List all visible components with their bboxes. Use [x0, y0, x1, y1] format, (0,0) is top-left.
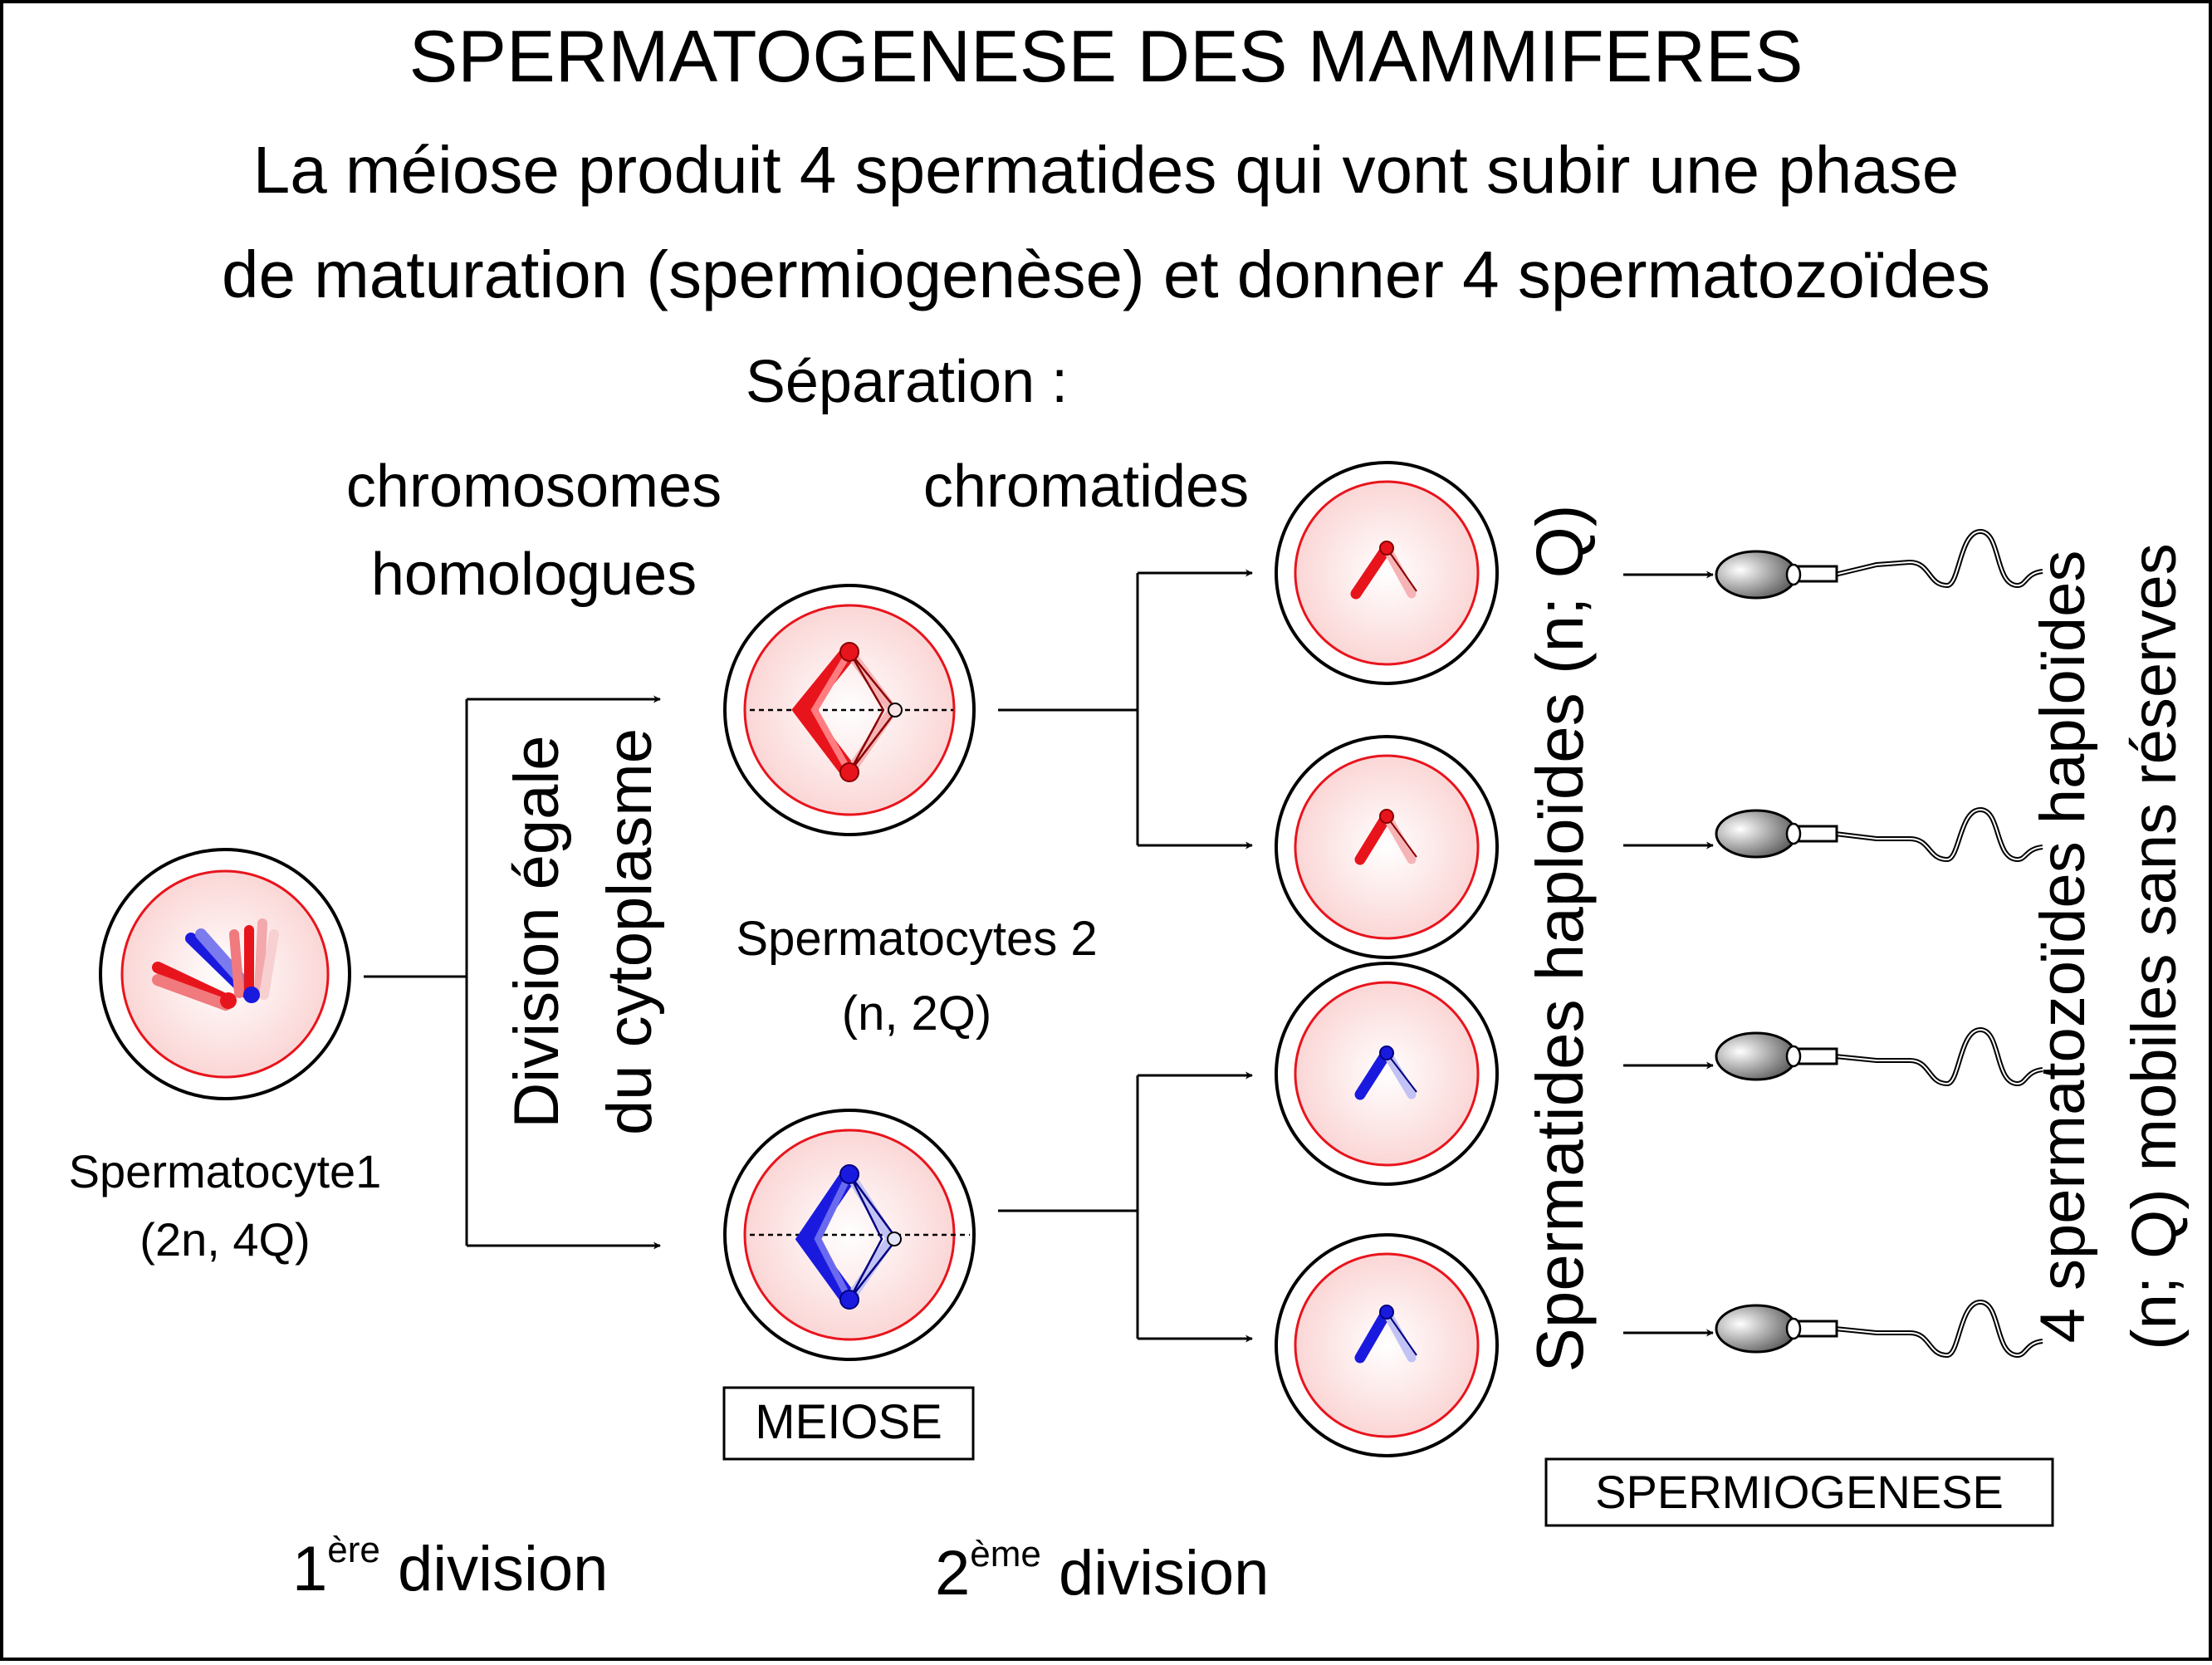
meiose-box: MEIOSE [722, 1386, 975, 1461]
spermatides-label: Spermatides haploïdes (n; Q) [1523, 505, 1597, 1373]
cytoplasm-line-1: Division égale [502, 735, 572, 1128]
second-division-superscript: ème [970, 1534, 1041, 1574]
second-division-label: 2ème division [935, 1534, 1269, 1609]
first-division-number: 1 [292, 1534, 327, 1604]
first-division-label: 1ère division [292, 1530, 608, 1604]
cytoplasm-division-label: Division égale du cytoplasme [502, 728, 665, 1135]
spermatocyte2-blue-cell [723, 1109, 976, 1361]
homologues-label: homologues [371, 541, 697, 608]
spermatocyte1-cell [99, 848, 351, 1100]
spermatocyte2-red-cell [723, 584, 976, 836]
subtitle-line-1: La méiose produit 4 spermatides qui vont… [253, 133, 1960, 207]
spermatocyte2-red-chromosomes [791, 642, 903, 782]
spermatozoon-3 [1715, 1026, 2043, 1087]
first-division-arrows [364, 695, 661, 1250]
spermatides-label-group: Spermatides haploïdes (n; Q) [1523, 505, 1597, 1373]
spermatid-2-cell [1275, 735, 1499, 959]
meiose-label: MEIOSE [755, 1395, 942, 1449]
spermatozoides-line-1: 4 spermatozoïdes haploïdes [2028, 551, 2098, 1344]
spermatid-1-cell [1275, 461, 1499, 685]
spermatozoon-2 [1715, 806, 2043, 863]
spermatocytes2-ploidy: (n, 2Q) [842, 987, 992, 1041]
spermatocyte1-ploidy: (2n, 4Q) [139, 1213, 310, 1266]
spermiogenese-box: SPERMIOGENESE [1544, 1457, 2054, 1527]
spermatozoides-line-2: (n; Q) mobiles sans réserves [2119, 543, 2190, 1349]
second-division-arrows [998, 569, 1253, 1343]
spermatid-4-cell [1275, 1233, 1499, 1457]
second-division-word: division [1041, 1538, 1270, 1609]
chromosomes-label: chromosomes [346, 453, 722, 520]
spermatocyte1-label: Spermatocyte1 [69, 1145, 382, 1197]
spermatocyte2-blue-chromosomes [795, 1164, 902, 1310]
first-division-word: division [380, 1534, 609, 1604]
spermatozoides-label-group: 4 spermatozoïdes haploïdes (n; Q) mobile… [2028, 543, 2190, 1349]
cytoplasm-line-2: du cytoplasme [595, 728, 665, 1135]
separation-label: Séparation : [746, 349, 1068, 415]
chromatides-label: chromatides [923, 453, 1249, 520]
spermiogenese-label: SPERMIOGENESE [1595, 1466, 2004, 1518]
spermatozoon-4 [1715, 1299, 2043, 1359]
first-division-superscript: ère [327, 1530, 380, 1570]
spermatid-3-cell [1275, 962, 1499, 1186]
spermatocyte1-chromosomes [152, 918, 279, 1011]
spermatozoon-1 [1715, 528, 2043, 600]
second-division-number: 2 [935, 1538, 970, 1609]
diagram-title: SPERMATOGENESE DES MAMMIFERES [409, 15, 1803, 97]
spermatocytes2-label: Spermatocytes 2 [736, 912, 1097, 966]
subtitle-line-2: de maturation (spermiogenèse) et donner … [222, 238, 1990, 311]
spermiogenesis-arrows [1623, 571, 1714, 1337]
